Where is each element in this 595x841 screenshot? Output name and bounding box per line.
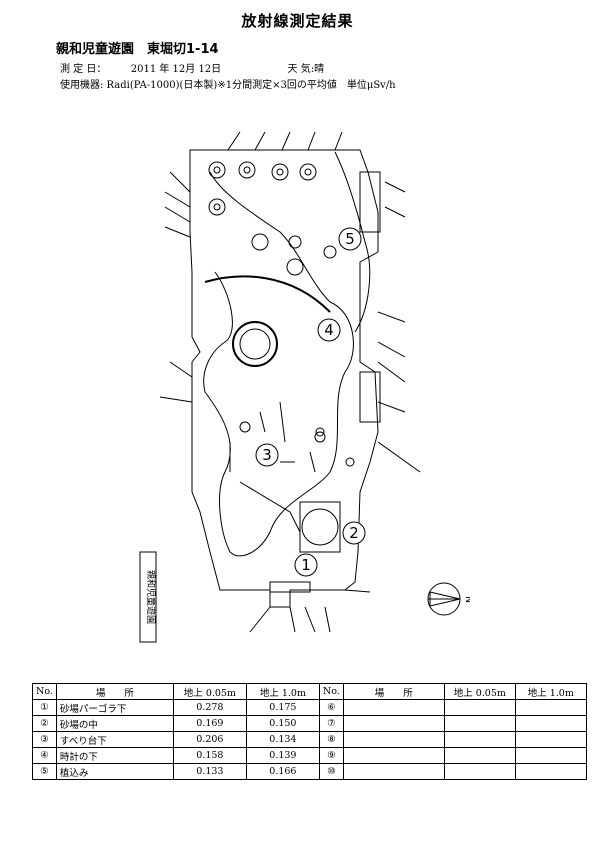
cell-v005b <box>443 715 516 732</box>
cell-v005b <box>443 747 516 764</box>
map-side-label: 親和児童遊園 <box>145 570 157 624</box>
cell-v005: 0.206 <box>172 731 247 748</box>
cell-place2 <box>342 715 445 732</box>
col-1.0m-2: 地上 1.0m <box>514 683 587 700</box>
cell-place2 <box>342 747 445 764</box>
measure-info-line: 測 定 日： 2011 年 12月 12日 天 気:晴 <box>60 60 324 75</box>
cell-place: 時計の下 <box>55 747 174 764</box>
map-marker-1: 1 <box>301 556 311 574</box>
cell-place: 砂場パーゴラ下 <box>55 699 174 716</box>
cell-v10: 0.150 <box>245 715 320 732</box>
weather-value: 晴 <box>314 64 325 75</box>
walk-path <box>203 171 354 557</box>
cell-v10b <box>514 747 587 764</box>
cell-place: 砂場の中 <box>55 715 174 732</box>
cell-v10b <box>514 763 587 780</box>
page-title: 放射線測定結果 <box>241 12 354 30</box>
results-table: No. 場 所 地上 0.05m 地上 1.0m No. 場 所 地上 0.05… <box>32 683 587 780</box>
cell-v005b <box>443 699 516 716</box>
cell-v10: 0.134 <box>245 731 320 748</box>
col-0.05m-2: 地上 0.05m <box>443 683 516 700</box>
map-marker-3: 3 <box>262 446 272 464</box>
north-label: N <box>463 596 470 603</box>
cell-no2: ⑨ <box>318 747 344 764</box>
cell-no2: ⑧ <box>318 731 344 748</box>
weather-label: 天 気: <box>287 64 315 75</box>
cell-v10b <box>514 715 587 732</box>
cell-v005: 0.158 <box>172 747 247 764</box>
cell-no: ① <box>32 699 57 716</box>
col-0.05m: 地上 0.05m <box>172 683 247 700</box>
cell-place2 <box>342 699 445 716</box>
table-header-row: No. 場 所 地上 0.05m 地上 1.0m No. 場 所 地上 0.05… <box>32 683 587 700</box>
cell-v10b <box>514 731 587 748</box>
cell-no: ④ <box>32 747 57 764</box>
cell-no2: ⑥ <box>318 699 344 716</box>
park-name: 親和児童遊園 東堀切1-14 <box>56 42 219 57</box>
cell-v10: 0.139 <box>245 747 320 764</box>
cell-place: すべり台下 <box>55 731 174 748</box>
north-arrow-icon: N <box>427 582 470 616</box>
cell-place2 <box>342 731 445 748</box>
cell-v10: 0.175 <box>245 699 320 716</box>
map-marker-5: 5 <box>345 230 355 248</box>
cell-no: ⑤ <box>32 763 57 780</box>
cell-no2: ⑩ <box>318 763 344 780</box>
col-1.0m: 地上 1.0m <box>245 683 320 700</box>
cell-no: ③ <box>32 731 57 748</box>
park-map: 1 2 3 4 5 親和児童遊園 N <box>139 131 470 643</box>
cell-v10b <box>514 699 587 716</box>
cell-v005b <box>443 763 516 780</box>
cell-v005: 0.169 <box>172 715 247 732</box>
device-line: 使用機器: Radi(PA-1000)(日本製)※1分間測定×3回の平均値 単位… <box>60 80 396 91</box>
cell-v005b <box>443 731 516 748</box>
cell-v005: 0.133 <box>172 763 247 780</box>
cell-place: 植込み <box>55 763 174 780</box>
measure-date: 2011 年 12月 12日 <box>130 64 222 75</box>
col-no: No. <box>32 683 57 700</box>
cell-v10: 0.166 <box>245 763 320 780</box>
map-marker-2: 2 <box>349 524 359 542</box>
cell-v005: 0.278 <box>172 699 247 716</box>
cell-place2 <box>342 763 445 780</box>
col-place: 場 所 <box>55 683 174 700</box>
measure-date-label: 測 定 日： <box>60 64 107 75</box>
col-place-2: 場 所 <box>342 683 445 700</box>
map-marker-4: 4 <box>324 321 334 339</box>
cell-no: ② <box>32 715 57 732</box>
col-no-2: No. <box>318 683 344 700</box>
cell-no2: ⑦ <box>318 715 344 732</box>
